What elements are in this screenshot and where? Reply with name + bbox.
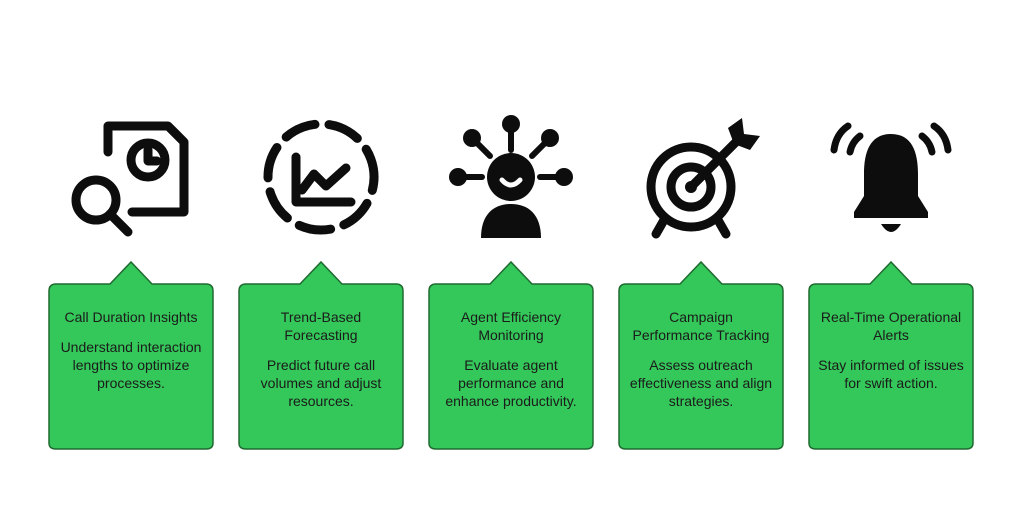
alarm-bell-icon xyxy=(830,122,952,232)
card-title: Campaign Performance Tracking xyxy=(632,309,770,343)
target-arrow-icon xyxy=(646,118,760,239)
card-description: Stay informed of issues for swift action… xyxy=(818,357,964,391)
card-background xyxy=(428,260,594,450)
feature-card-call-duration: Call Duration Insights Understand intera… xyxy=(48,260,214,450)
card-title: Call Duration Insights xyxy=(64,309,198,325)
card-description: Evaluate agent performance and enhance p… xyxy=(445,357,577,409)
feature-card-agent-efficiency: Agent Efficiency Monitoring Evaluate age… xyxy=(428,260,594,450)
feature-card-campaign-tracking: Campaign Performance Tracking Assess out… xyxy=(618,260,784,450)
card-background xyxy=(618,260,784,450)
card-background xyxy=(48,260,214,450)
card-title: Trend-Based Forecasting xyxy=(280,309,362,343)
card-background xyxy=(808,260,974,450)
feature-card-operational-alerts: Real-Time Operational Alerts Stay inform… xyxy=(808,260,974,450)
card-background xyxy=(238,260,404,450)
card-title: Real-Time Operational Alerts xyxy=(820,309,962,343)
card-description: Assess outreach effectiveness and align … xyxy=(629,357,773,409)
clock-document-search-icon xyxy=(71,121,189,237)
feature-card-trend-forecasting: Trend-Based Forecasting Predict future c… xyxy=(238,260,404,450)
agent-network-icon xyxy=(449,115,573,238)
card-description: Predict future call volumes and adjust r… xyxy=(260,357,382,409)
chart-forecast-icon xyxy=(263,119,379,235)
card-description: Understand interaction lengths to optimi… xyxy=(60,339,202,391)
card-title: Agent Efficiency Monitoring xyxy=(460,309,562,343)
